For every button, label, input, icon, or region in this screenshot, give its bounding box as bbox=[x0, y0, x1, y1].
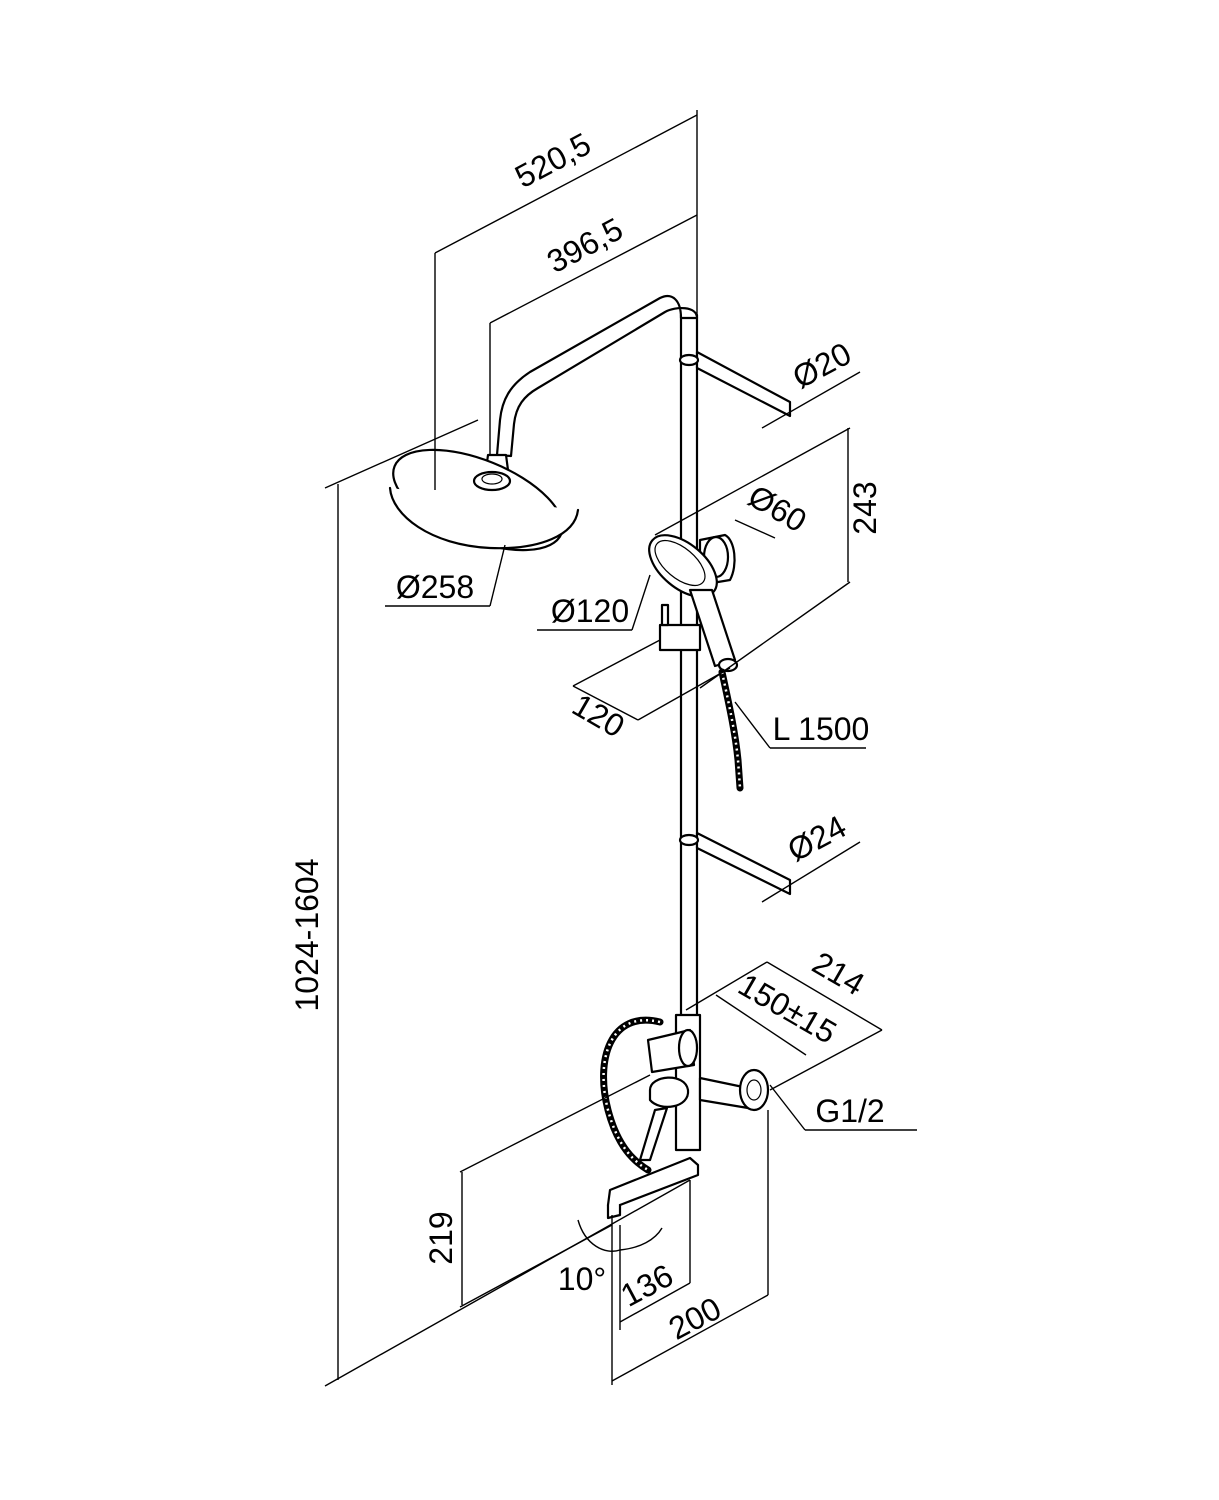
label-holder-offset: 120 bbox=[566, 687, 630, 745]
lower-wall-bracket bbox=[695, 831, 792, 896]
mixer-body bbox=[638, 1013, 770, 1162]
label-arm-length: 396,5 bbox=[541, 211, 629, 280]
label-arm-total-length: 520,5 bbox=[509, 126, 597, 195]
label-inlet-thread: G1/2 bbox=[815, 1093, 884, 1129]
hand-shower bbox=[648, 534, 739, 673]
label-holder-diameter: Ø60 bbox=[742, 478, 812, 539]
label-hand-shower-height: 243 bbox=[847, 481, 883, 534]
label-spout-reach: 200 bbox=[663, 1290, 727, 1347]
label-spout-height: 219 bbox=[423, 1211, 459, 1264]
hand-shower-hose bbox=[718, 668, 744, 792]
upper-wall-bracket bbox=[695, 350, 792, 418]
label-hose-length: L 1500 bbox=[773, 711, 870, 747]
label-lower-bracket-diameter: Ø24 bbox=[782, 808, 852, 868]
shower-system-outline bbox=[388, 294, 792, 1220]
label-upper-bracket-diameter: Ø20 bbox=[787, 335, 857, 395]
label-spout-length: 136 bbox=[615, 1257, 679, 1314]
dimension-labels: 520,5 396,5 Ø20 Ø60 243 Ø258 Ø120 120 L … bbox=[289, 126, 885, 1347]
bath-spout bbox=[606, 1156, 700, 1217]
shower-arm bbox=[495, 294, 699, 458]
label-mixer-depth: 214 bbox=[806, 945, 870, 1003]
dimension-lines bbox=[324, 110, 917, 1387]
riser-pipe bbox=[679, 313, 699, 1022]
label-overhead-shower-diameter: Ø258 bbox=[396, 569, 474, 605]
label-total-height: 1024-1604 bbox=[289, 858, 325, 1011]
label-spout-angle: 10° bbox=[558, 1261, 606, 1297]
label-hand-shower-diameter: Ø120 bbox=[551, 593, 629, 629]
